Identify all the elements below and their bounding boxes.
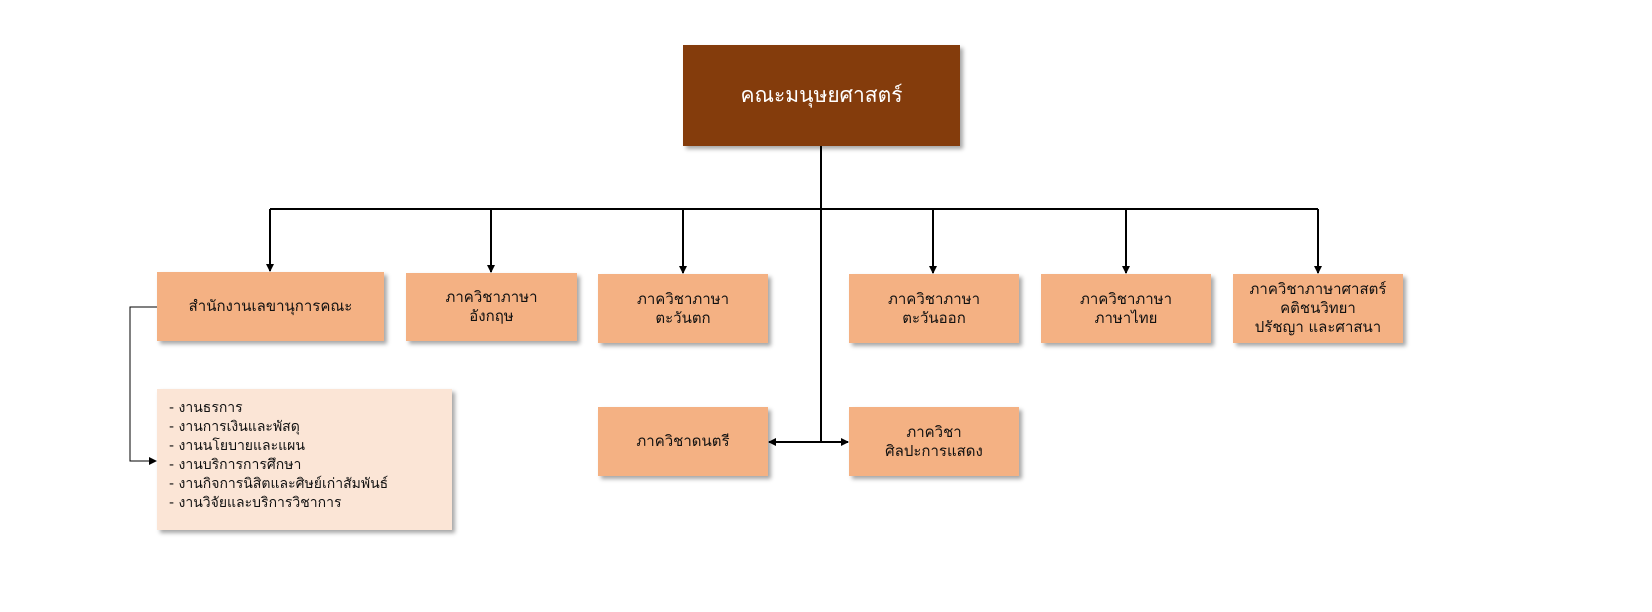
task-item: - งานธรการ	[169, 400, 243, 416]
unit-label: ตะวันออก	[902, 308, 966, 327]
root-label: คณะมนุษยศาสตร์	[740, 83, 903, 107]
task-item: - งานกิจการนิสิตและศิษย์เก่าสัมพันธ์	[169, 476, 389, 492]
task-item: - งานการเงินและพัสดุ	[169, 419, 300, 435]
unit-label: ภาษาไทย	[1094, 308, 1158, 327]
unit-label: ภาควิชาภาษา	[888, 289, 980, 308]
unit-label: ภาควิชาภาษาศาสตร์	[1249, 280, 1387, 298]
unit-label: ภาควิชาภาษา	[637, 289, 729, 308]
unit-label: ภาควิชาภาษา	[1080, 289, 1172, 308]
unit-label: ปรัชญา และศาสนา	[1254, 318, 1382, 336]
unit-music: ภาควิชาดนตรี	[598, 407, 768, 476]
unit-label: คติชนวิทยา	[1280, 299, 1356, 317]
unit-label: สำนักงานเลขานุการคณะ	[188, 297, 353, 315]
unit-philosophy: ภาควิชาภาษาศาสตร์ คติชนวิทยา ปรัชญา และศ…	[1233, 274, 1403, 343]
unit-label: ภาควิชาภาษา	[445, 288, 538, 306]
unit-label: ภาควิชาดนตรี	[636, 432, 730, 450]
task-item: - งานบริการการศึกษา	[169, 457, 302, 473]
unit-secretariat: สำนักงานเลขานุการคณะ	[157, 272, 384, 341]
unit-label: ศิลปะการแสดง	[885, 441, 983, 460]
root-faculty-box: คณะมนุษยศาสตร์	[683, 45, 960, 146]
unit-western: ภาควิชาภาษา ตะวันตก	[598, 274, 768, 343]
task-item: - งานนโยบายและแผน	[169, 438, 305, 454]
unit-label: ตะวันตก	[655, 308, 711, 327]
secretariat-tasks-box: - งานธรการ - งานการเงินและพัสดุ - งานนโย…	[157, 389, 452, 530]
unit-performing-arts: ภาควิชา ศิลปะการแสดง	[849, 407, 1019, 476]
unit-label: ภาควิชา	[906, 422, 962, 441]
unit-thai: ภาควิชาภาษา ภาษาไทย	[1041, 274, 1211, 343]
unit-label: อังกฤษ	[469, 307, 514, 325]
unit-eastern: ภาควิชาภาษา ตะวันออก	[849, 274, 1019, 343]
task-item: - งานวิจัยและบริการวิชาการ	[169, 495, 342, 511]
unit-english: ภาควิชาภาษา อังกฤษ	[406, 273, 577, 341]
